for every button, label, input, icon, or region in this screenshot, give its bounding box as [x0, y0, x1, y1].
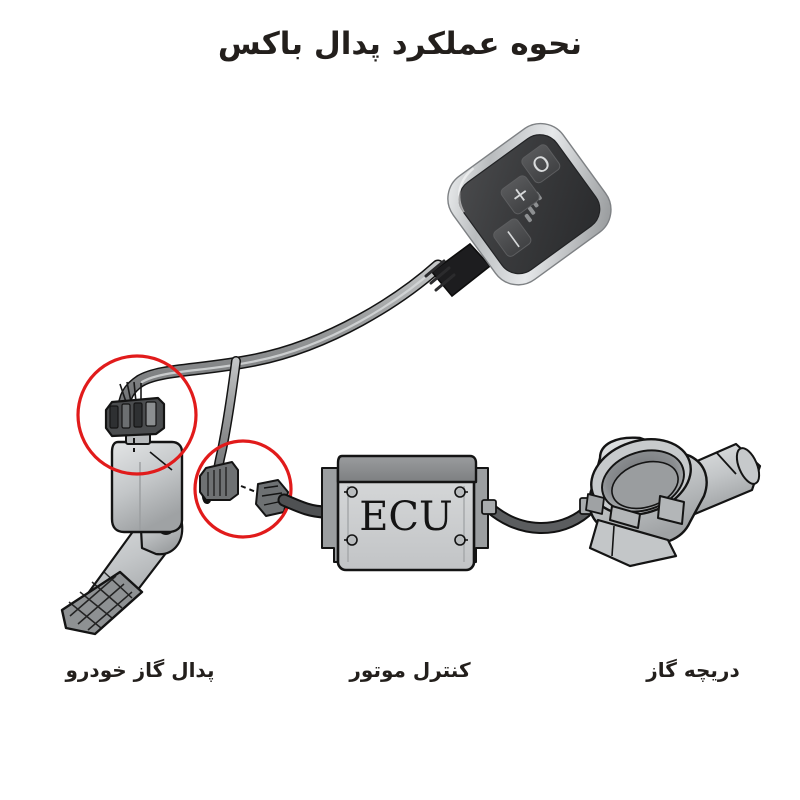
main-harness-cable	[117, 259, 445, 417]
device-button-minus[interactable]: |	[492, 217, 533, 258]
ecu-module: ECU	[321, 454, 489, 572]
pedal-to-ecu-cable	[277, 493, 333, 519]
caption-accelerator-pedal: پدال گاز خودرو	[65, 658, 215, 682]
caption-throttle-body: دریچه گاز	[646, 658, 740, 682]
device-button-plus[interactable]: +	[499, 174, 541, 216]
pedal-box-device[interactable]: | + O	[424, 112, 622, 298]
ecu-label: ECU	[359, 494, 453, 540]
harness-connector-highlight	[193, 439, 293, 539]
page-title: نحوه عملکرد پدال باکس	[217, 26, 583, 62]
accelerator-pedal-assembly	[60, 421, 184, 636]
pedal-connector-plug	[104, 381, 166, 452]
pedal-connector-highlight	[76, 354, 198, 476]
device-button-power[interactable]: O	[520, 143, 562, 185]
ecu-to-throttle-cable	[481, 497, 597, 534]
harness-connector-pair	[199, 461, 289, 517]
device-strain-relief	[424, 242, 492, 298]
caption-engine-control-unit: کنترل موتور	[349, 658, 471, 682]
pedal-pad	[60, 570, 144, 636]
throttle-body	[585, 436, 762, 568]
